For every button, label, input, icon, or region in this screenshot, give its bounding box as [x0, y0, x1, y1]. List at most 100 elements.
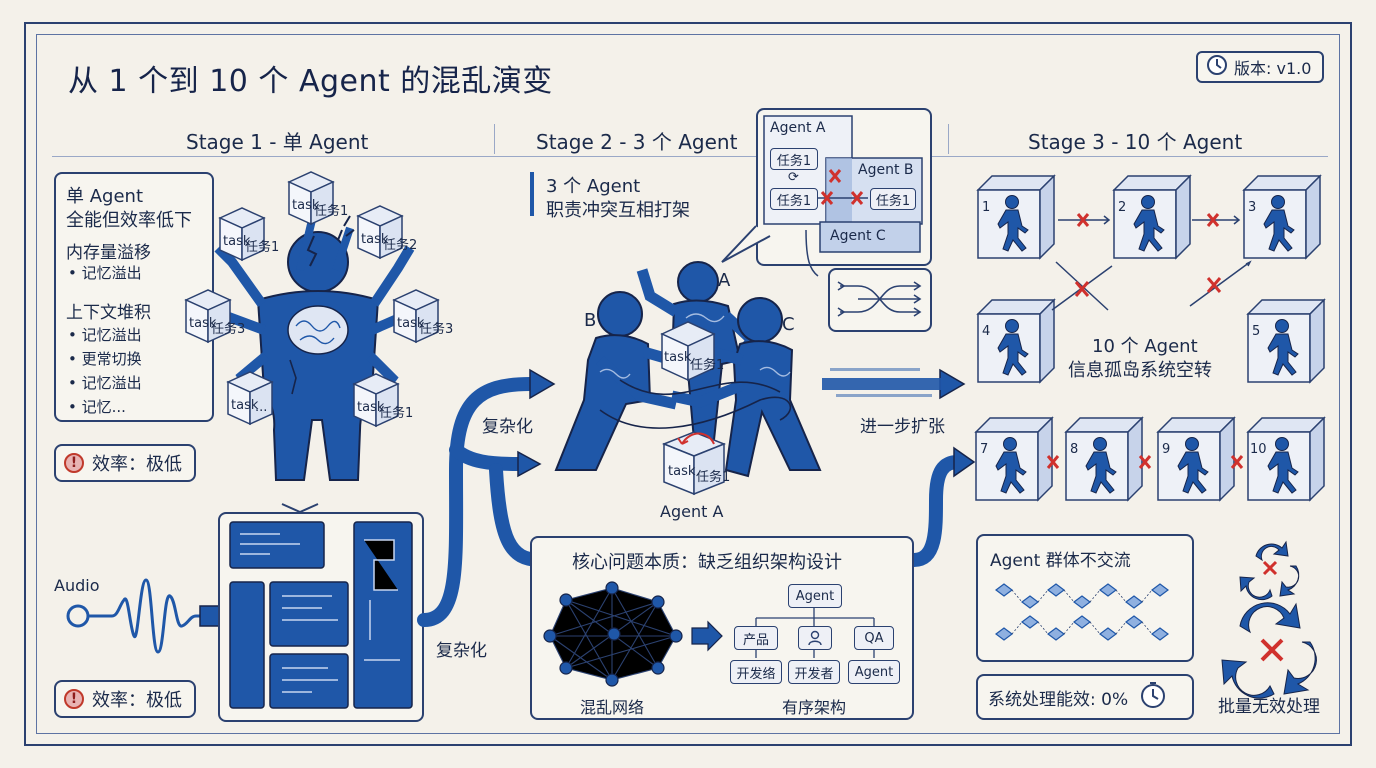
- org-node: 开发络: [730, 660, 782, 684]
- agent-number: 2: [1118, 200, 1127, 215]
- agent-number: 10: [1250, 442, 1267, 457]
- stage3-title: Stage 3 - 10 个 Agent: [1028, 130, 1243, 154]
- info-section2-item: • 记忆溢出: [68, 326, 142, 344]
- outer-frame: [24, 22, 1352, 746]
- cycle-icon-small: [1239, 540, 1300, 601]
- agent-group-title: Agent 群体不交流: [990, 551, 1131, 571]
- agent-number: 1: [982, 200, 991, 215]
- stage1-info-panel: 单 Agent 全能但效率低下 内存量溢移 • 记忆溢出 上下文堆积 • 记忆溢…: [54, 172, 214, 422]
- org-node: QA: [854, 626, 894, 650]
- inner-frame: [36, 34, 1340, 734]
- expand-label: 进一步扩张: [860, 417, 945, 437]
- efficiency-label: 效率：极低: [92, 454, 182, 475]
- org-node: 开发者: [788, 660, 840, 684]
- agent-number: 5: [1252, 324, 1261, 339]
- inset-task: 任务1: [770, 188, 818, 210]
- figure-label-b: B: [584, 310, 597, 331]
- bottom-agent-label: Agent A: [660, 502, 724, 521]
- cube-label: task: [397, 316, 425, 331]
- system-efficiency-label: 系统处理能效: 0%: [988, 689, 1129, 710]
- alert-icon: !: [64, 453, 84, 473]
- agent-number: 7: [980, 442, 989, 457]
- inset-agent-c: Agent C: [830, 228, 886, 244]
- complex-label-1: 复杂化: [482, 417, 533, 437]
- version-badge: 版本: v1.0: [1196, 51, 1324, 83]
- info-heading-1: 单 Agent: [66, 186, 144, 207]
- ordered-structure-label: 有序架构: [782, 698, 847, 717]
- info-section1-title: 内存量溢移: [66, 243, 151, 263]
- batch-label: 批量无效处理: [1218, 697, 1320, 717]
- stopwatch-icon: [1138, 680, 1168, 714]
- stage-divider: [948, 124, 949, 154]
- figure-label-a: A: [718, 270, 731, 291]
- cube-label: task: [189, 316, 217, 331]
- alert-icon: !: [64, 689, 84, 709]
- cube-label: 任务1: [696, 470, 731, 485]
- clock-icon: [1206, 54, 1228, 80]
- version-label: 版本: v1.0: [1234, 59, 1312, 78]
- info-heading-2: 全能但效率低下: [66, 210, 192, 231]
- header-rule: [52, 156, 1328, 157]
- cube-label: ...: [255, 400, 268, 415]
- org-node: 产品: [734, 626, 778, 650]
- cube-label: task: [223, 234, 251, 249]
- info-section2-item: • 记忆...: [68, 398, 126, 416]
- cube-label: task: [664, 350, 692, 365]
- cube-label: 任务1: [314, 204, 349, 219]
- cube-label: task: [231, 398, 259, 413]
- cube-label: task: [292, 198, 320, 213]
- stage2-callout-line1: 3 个 Agent: [546, 176, 641, 197]
- org-root-node: Agent: [788, 584, 842, 608]
- agent-number: 3: [1248, 200, 1257, 215]
- info-section1-item: • 记忆溢出: [68, 264, 142, 282]
- efficiency-badge-bottom: ! 效率：极低: [54, 680, 196, 718]
- stage2-title: Stage 2 - 3 个 Agent: [536, 130, 738, 154]
- stage2-callout-line2: 职责冲突互相打架: [546, 200, 690, 221]
- inset-task: 任务1: [870, 188, 916, 210]
- figure-label-c: C: [782, 314, 795, 335]
- complex-label-2: 复杂化: [436, 641, 487, 661]
- cube-label: 任务1: [379, 406, 414, 421]
- system-efficiency-panel: 系统处理能效: 0%: [976, 674, 1194, 720]
- cube-label: 任务3: [419, 322, 454, 337]
- stage3-center-line2: 信息孤岛系统空转: [1068, 360, 1212, 381]
- info-section2-title: 上下文堆积: [66, 303, 151, 323]
- stage3-center-line1: 10 个 Agent: [1092, 336, 1198, 357]
- cube-label: task: [361, 232, 389, 247]
- cycle-icon-large: [1221, 602, 1317, 699]
- stage1-title: Stage 1 - 单 Agent: [186, 130, 369, 154]
- inset-agent-b: Agent B: [858, 162, 914, 178]
- info-section2-item: • 记忆溢出: [68, 374, 142, 392]
- agent-number: 8: [1070, 442, 1079, 457]
- efficiency-badge-top: ! 效率：极低: [54, 444, 196, 482]
- stage-divider: [494, 124, 495, 154]
- audio-label: Audio: [54, 576, 100, 595]
- user-icon: [798, 626, 832, 650]
- cube-label: task: [668, 464, 696, 479]
- page-title: 从 1 个到 10 个 Agent 的混乱演变: [68, 64, 553, 99]
- cube-label: 任务1: [245, 240, 280, 255]
- chaos-network-label: 混乱网络: [580, 698, 645, 717]
- org-node: Agent: [848, 660, 900, 684]
- efficiency-label: 效率：极低: [92, 690, 182, 711]
- refresh-icon: ⟳: [788, 170, 799, 185]
- agent-number: 4: [982, 324, 991, 339]
- cube-label: 任务3: [211, 322, 246, 337]
- agent-number: 9: [1162, 442, 1171, 457]
- info-section2-item: • 更常切换: [68, 350, 142, 368]
- inset-agent-a: Agent A: [770, 120, 826, 136]
- cube-label: 任务1: [690, 358, 725, 373]
- cube-label: 任务2: [383, 238, 418, 253]
- callout-accent-bar: [530, 172, 534, 216]
- core-problem-title: 核心问题本质：缺乏组织架构设计: [572, 552, 842, 573]
